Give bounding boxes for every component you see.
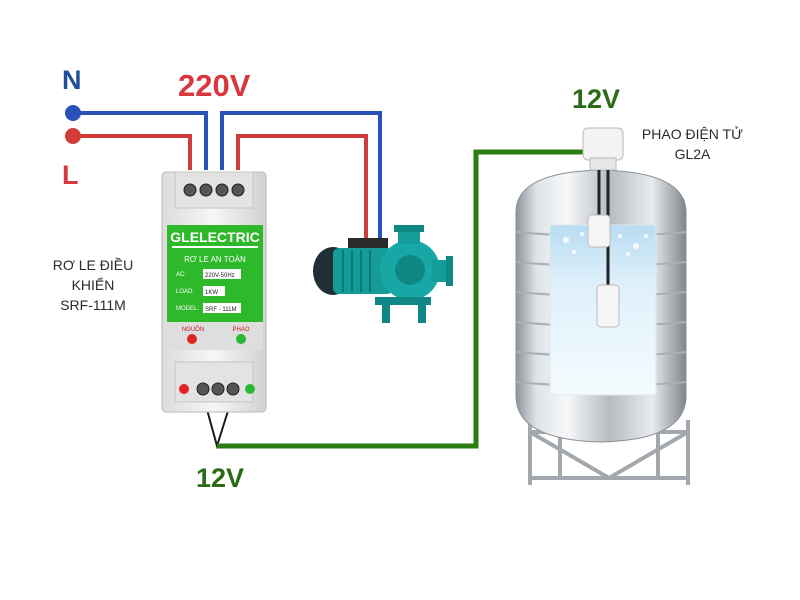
upper-float-icon (587, 214, 611, 248)
relay-subtitle: RƠ LE AN TOÀN (184, 255, 246, 264)
live-label: L (62, 160, 79, 190)
supply-voltage-label: 220V (178, 68, 251, 103)
spec-value-ac: 220V-50Hz (205, 273, 235, 279)
indicator-label-float: PHAO (232, 327, 249, 333)
float-voltage-label: 12V (572, 84, 621, 114)
float-caption-line2: GL2A (674, 146, 711, 162)
float-sensor-caption: PHAO ĐIỆN TỬ GL2A (630, 124, 755, 164)
power-led-icon (187, 334, 197, 344)
relay-brand: GLELECTRIC (170, 229, 259, 245)
lower-float-icon (596, 284, 620, 328)
neutral-wire (65, 105, 382, 238)
neutral-label: N (62, 65, 82, 95)
float-caption-line1: PHAO ĐIỆN TỬ (641, 126, 744, 142)
spec-value-model: SRF - 111M (205, 307, 236, 313)
spec-key-model: MODEL: (176, 306, 199, 312)
bottom-terminals (179, 382, 255, 396)
spec-key-ac: AC: (176, 272, 186, 278)
spec-value-load: 1KW (205, 290, 218, 296)
relay-caption-line2: KHIỂN (71, 277, 115, 293)
relay-caption: RƠ LE ĐIỀU KHIỂN SRF-111M (38, 255, 148, 315)
spec-key-load: LOAD: (176, 289, 194, 295)
top-terminals (183, 183, 245, 197)
float-led-icon (236, 334, 246, 344)
control-wire-voltage-label: 12V (196, 463, 245, 493)
indicator-label-power: NGUỒN (182, 326, 204, 333)
pump-icon (313, 225, 453, 323)
relay-caption-line1: RƠ LE ĐIỀU (52, 257, 134, 273)
live-wire (65, 128, 368, 238)
relay-caption-line3: SRF-111M (60, 297, 126, 313)
relay-device: GLELECTRIC RƠ LE AN TOÀN AC: 220V-50Hz L… (161, 171, 267, 413)
float-sensor-head (582, 127, 624, 161)
float-sensor (582, 127, 624, 328)
